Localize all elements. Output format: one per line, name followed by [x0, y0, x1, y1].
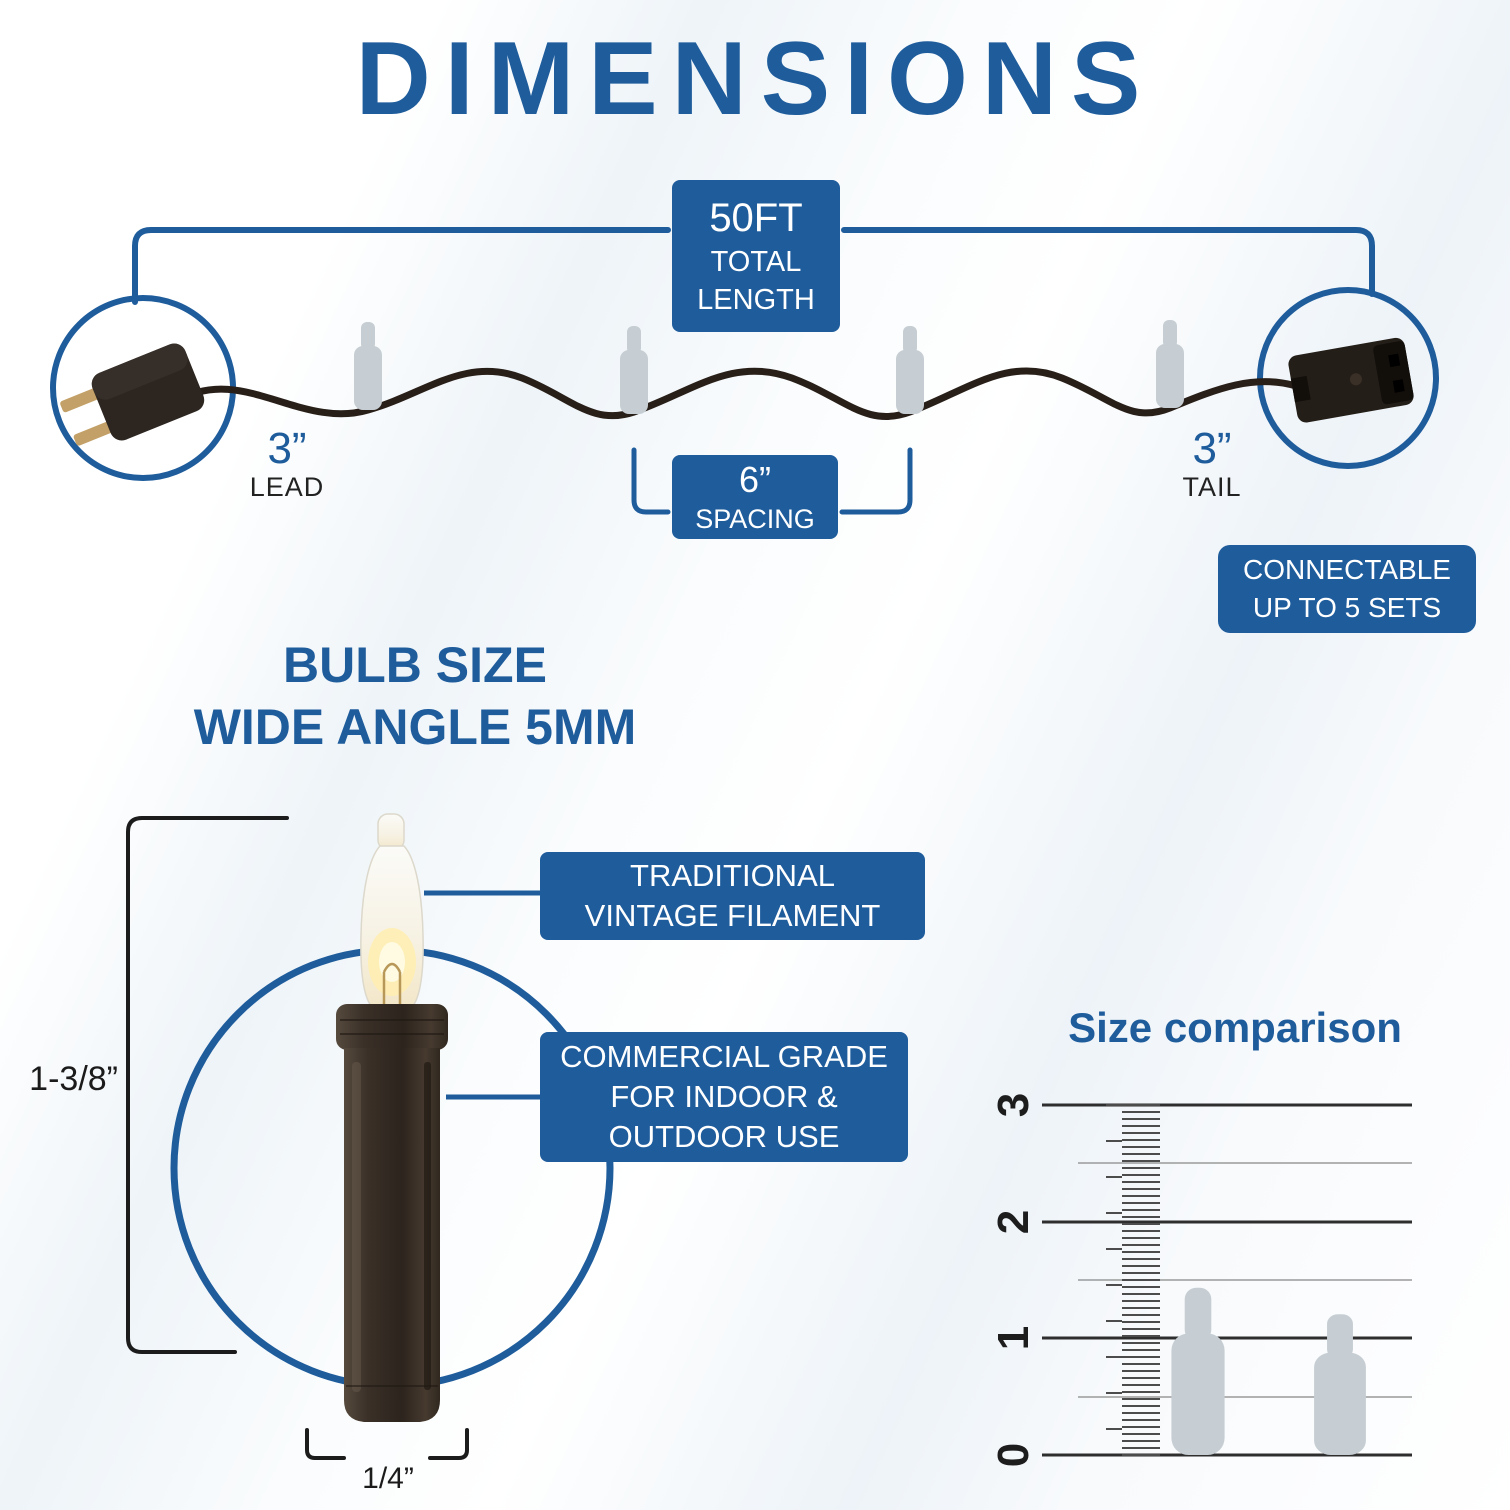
string-bulb-icon — [1156, 320, 1184, 408]
total-length-word1: TOTAL — [710, 245, 802, 278]
bulb-angle-heading: WIDE ANGLE 5MM — [193, 699, 637, 755]
filament-line2: VINTAGE FILAMENT — [584, 898, 881, 933]
spacing-word: SPACING — [695, 504, 815, 534]
light-string-wire — [172, 367, 1300, 420]
bulb-height-label: 1-3/8” — [29, 1060, 118, 1098]
bulb-closeup-illustration — [336, 813, 448, 1422]
total-length-badge: 50FT TOTAL LENGTH — [672, 180, 840, 332]
total-length-word2: LENGTH — [697, 283, 815, 316]
tail-connector-icon — [1288, 337, 1414, 423]
lead-length-value: 3” — [267, 424, 307, 473]
scale-tick-1: 1 — [989, 1325, 1038, 1351]
string-bulb-icon — [896, 326, 924, 414]
tail-length-value: 3” — [1192, 424, 1232, 473]
spacing-badge: 6” SPACING — [672, 455, 838, 539]
spacing-bracket — [631, 447, 913, 515]
total-length-value: 50FT — [709, 195, 803, 240]
bulb-size-heading: BULB SIZE — [283, 637, 547, 693]
grade-callout-badge: COMMERCIAL GRADE FOR INDOOR & OUTDOOR US… — [540, 1032, 908, 1162]
connectable-badge: CONNECTABLE UP TO 5 SETS — [1218, 545, 1476, 633]
scale-tick-0: 0 — [989, 1442, 1038, 1468]
string-bulb-icon — [620, 326, 648, 414]
width-bracket — [305, 1428, 469, 1460]
lead-plug-icon — [60, 343, 205, 446]
scale-tick-2: 2 — [989, 1209, 1038, 1235]
tail-connector-circle — [1257, 287, 1439, 469]
connectable-line2: UP TO 5 SETS — [1252, 592, 1442, 623]
size-comparison-title: Size comparison — [1068, 1004, 1402, 1051]
spacing-value: 6” — [738, 459, 771, 500]
scale-tick-3: 3 — [989, 1092, 1038, 1118]
grade-line2: FOR INDOOR & — [610, 1078, 838, 1114]
comparison-bulb-icon — [1314, 1314, 1366, 1455]
height-bracket — [126, 816, 289, 1354]
total-length-bracket — [132, 227, 1375, 305]
page-title: DIMENSIONS — [355, 21, 1155, 137]
bulb-width-label: 1/4” — [362, 1462, 414, 1495]
comparison-bulb-icon — [1171, 1287, 1225, 1455]
ruler-fine-ticks — [1122, 1104, 1160, 1457]
string-bulb-icon — [354, 322, 382, 410]
filament-callout-badge: TRADITIONAL VINTAGE FILAMENT — [540, 852, 925, 940]
filament-line1: TRADITIONAL — [630, 857, 835, 893]
ruler-long-ticks — [1106, 1104, 1122, 1457]
lead-length-label: LEAD — [249, 472, 325, 502]
grade-line1: COMMERCIAL GRADE — [560, 1038, 888, 1074]
tail-length-label: TAIL — [1182, 472, 1242, 502]
connectable-line1: CONNECTABLE — [1243, 554, 1451, 586]
grade-line3: OUTDOOR USE — [608, 1119, 840, 1155]
